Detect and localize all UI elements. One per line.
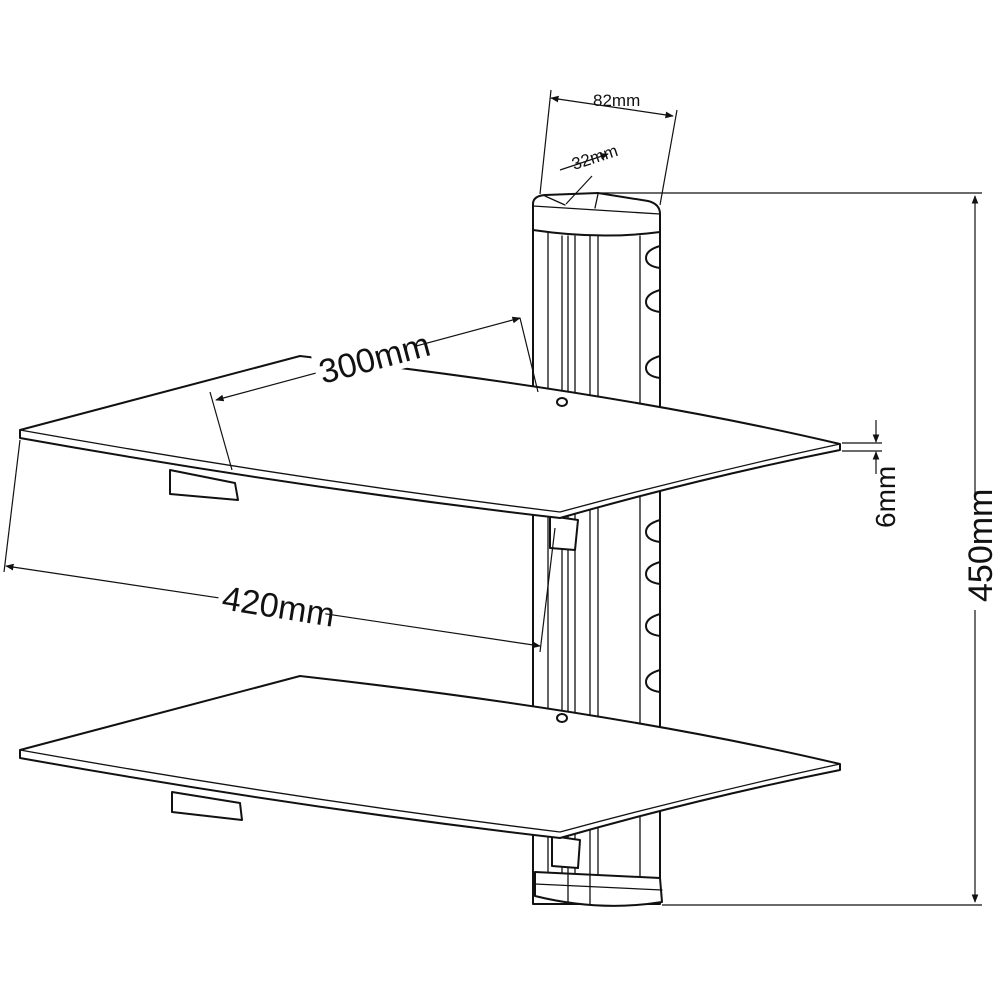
dim-82mm-label: 82mm: [593, 91, 640, 110]
dim-450mm-label: 450mm: [962, 489, 1000, 602]
dim-6mm-label: 6mm: [870, 466, 901, 528]
dim-82mm: 82mm: [539, 89, 678, 206]
dim-32mm-label: 32mm: [569, 141, 620, 174]
column-slots: [645, 245, 661, 693]
upper-shelf: [19, 355, 841, 551]
upper-shelf-glass: [19, 355, 841, 519]
lower-shelf: [19, 675, 841, 869]
column-bottom-cap: [534, 871, 663, 907]
lower-shelf-glass: [19, 675, 841, 839]
column-top-cap: [532, 192, 661, 237]
dim-420mm-label: 420mm: [219, 579, 337, 634]
dim-450mm: 450mm: [600, 192, 1000, 906]
dim-6mm: 6mm: [842, 420, 901, 528]
